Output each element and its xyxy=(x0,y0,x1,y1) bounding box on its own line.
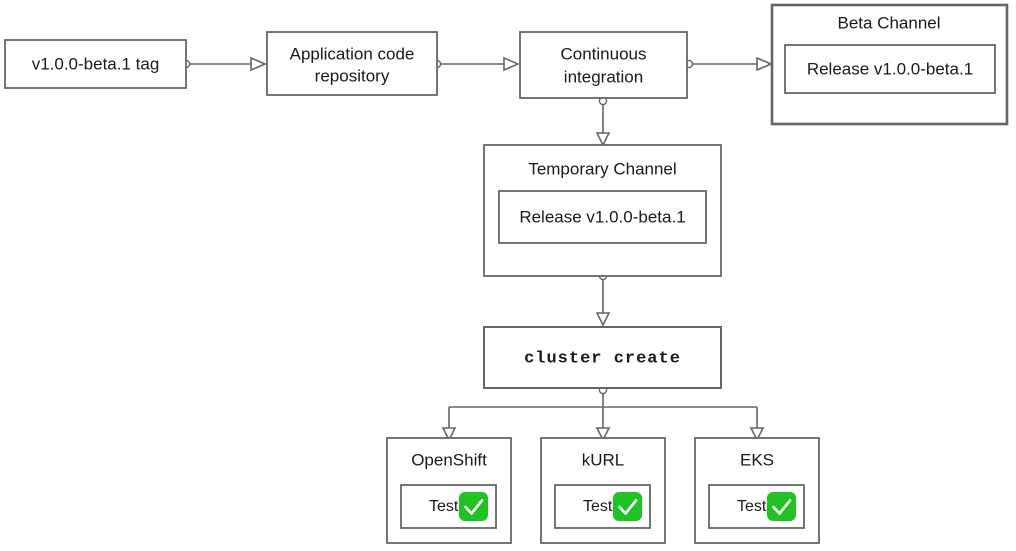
edge-cluster-create-branch xyxy=(441,385,765,442)
node-beta-channel[interactable]: Beta Channel Release v1.0.0-beta.1 xyxy=(770,3,1009,126)
edge-tag-to-repo xyxy=(181,56,268,72)
edge-repo-to-ci xyxy=(432,56,521,72)
node-temporary-channel[interactable]: Temporary Channel Release v1.0.0-beta.1 xyxy=(483,144,722,277)
node-ci-label-line2: integration xyxy=(564,67,643,86)
node-openshift-tests-passed-icon xyxy=(459,492,488,521)
node-kurl-tests-label: Tests xyxy=(583,498,620,515)
edge-ci-to-beta-channel xyxy=(684,56,774,72)
edge-ci-to-temporary-channel xyxy=(595,96,611,147)
node-continuous-integration[interactable]: Continuous integration xyxy=(519,31,688,99)
node-tag-label: v1.0.0-beta.1 tag xyxy=(32,54,160,73)
node-eks[interactable]: EKS Tests xyxy=(694,437,820,544)
node-beta-channel-release: Release v1.0.0-beta.1 xyxy=(807,59,973,78)
node-cluster-create-label: cluster create xyxy=(524,349,681,368)
node-repo-label-line2: repository xyxy=(315,66,390,85)
node-beta-channel-title: Beta Channel xyxy=(837,13,940,32)
node-temporary-channel-release: Release v1.0.0-beta.1 xyxy=(519,207,685,226)
node-repo-label-line1: Application code xyxy=(290,44,415,63)
node-cluster-create[interactable]: cluster create xyxy=(483,326,722,389)
node-kurl-title: kURL xyxy=(582,450,625,469)
edge-temporary-channel-to-cluster-create xyxy=(595,271,611,327)
node-eks-tests-label: Tests xyxy=(737,498,774,515)
node-tag[interactable]: v1.0.0-beta.1 tag xyxy=(4,39,187,89)
node-application-code-repository[interactable]: Application code repository xyxy=(266,31,438,96)
node-openshift-tests-label: Tests xyxy=(429,498,466,515)
node-kurl[interactable]: kURL Tests xyxy=(540,437,666,544)
node-ci-label-line1: Continuous xyxy=(560,44,646,63)
node-temporary-channel-title: Temporary Channel xyxy=(528,159,676,178)
node-eks-tests-passed-icon xyxy=(767,492,796,521)
node-kurl-tests-passed-icon xyxy=(613,492,642,521)
node-openshift[interactable]: OpenShift Tests xyxy=(386,437,512,544)
node-eks-title: EKS xyxy=(740,450,774,469)
node-openshift-title: OpenShift xyxy=(411,450,487,469)
